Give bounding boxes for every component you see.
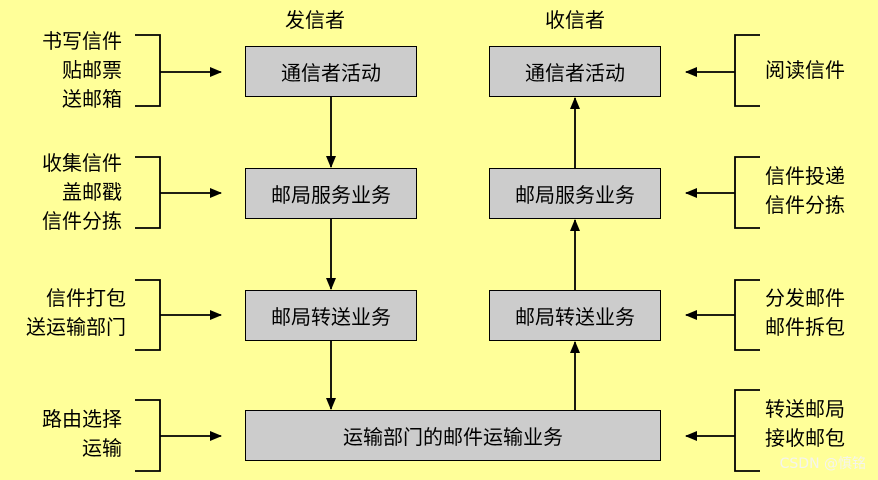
- receiver-activity-box: 通信者活动: [489, 46, 661, 97]
- left-note-4-line-2: 运输: [82, 436, 122, 460]
- left-note-4: 路由选择 运输: [10, 405, 122, 463]
- left-bracket-3: [135, 279, 161, 351]
- sender-activity-box: 通信者活动: [245, 46, 417, 97]
- left-note-2: 收集信件 盖邮戳 信件分拣: [10, 149, 122, 236]
- left-note-2-line-3: 信件分拣: [42, 209, 122, 233]
- right-note-1: 阅读信件: [765, 56, 845, 85]
- left-note-1-line-3: 送邮箱: [62, 87, 122, 111]
- left-note-2-line-1: 收集信件: [42, 151, 122, 175]
- right-note-4-line-1: 转送邮局: [765, 397, 845, 421]
- left-bracket-4: [135, 399, 161, 472]
- right-bracket-1: [734, 34, 760, 107]
- right-bracket-3: [734, 279, 760, 351]
- right-note-2: 信件投递 信件分拣: [765, 162, 845, 220]
- right-note-4: 转送邮局 接收邮包: [765, 395, 845, 453]
- sender-post-transfer-box: 邮局转送业务: [245, 290, 417, 341]
- receiver-post-service-box: 邮局服务业务: [489, 168, 661, 219]
- right-bracket-2: [734, 156, 760, 229]
- right-note-3-line-2: 邮件拆包: [765, 315, 845, 339]
- receiver-header: 收信者: [545, 8, 605, 32]
- watermark: CSDN @慎铭: [779, 456, 866, 472]
- left-bracket-2: [135, 156, 161, 229]
- left-note-1-line-1: 书写信件: [42, 29, 122, 53]
- left-note-2-line-2: 盖邮戳: [62, 180, 122, 204]
- sender-post-service-box: 邮局服务业务: [245, 168, 417, 219]
- sender-header: 发信者: [285, 8, 345, 32]
- left-note-3-line-2: 送运输部门: [26, 315, 126, 339]
- left-note-3-line-1: 信件打包: [46, 286, 126, 310]
- left-note-1-line-2: 贴邮票: [62, 58, 122, 82]
- right-note-1-line-1: 阅读信件: [765, 58, 845, 82]
- right-note-4-line-2: 接收邮包: [765, 426, 845, 450]
- right-note-3-line-1: 分发邮件: [765, 286, 845, 310]
- right-note-2-line-2: 信件分拣: [765, 193, 845, 217]
- right-bracket-4: [734, 389, 760, 472]
- right-note-2-line-1: 信件投递: [765, 164, 845, 188]
- transport-box: 运输部门的邮件运输业务: [245, 410, 661, 461]
- left-note-1: 书写信件 贴邮票 送邮箱: [10, 27, 122, 114]
- left-bracket-1: [135, 34, 161, 107]
- right-note-3: 分发邮件 邮件拆包: [765, 284, 845, 342]
- left-note-4-line-1: 路由选择: [42, 407, 122, 431]
- left-note-3: 信件打包 送运输部门: [4, 284, 126, 342]
- receiver-post-transfer-box: 邮局转送业务: [489, 290, 661, 341]
